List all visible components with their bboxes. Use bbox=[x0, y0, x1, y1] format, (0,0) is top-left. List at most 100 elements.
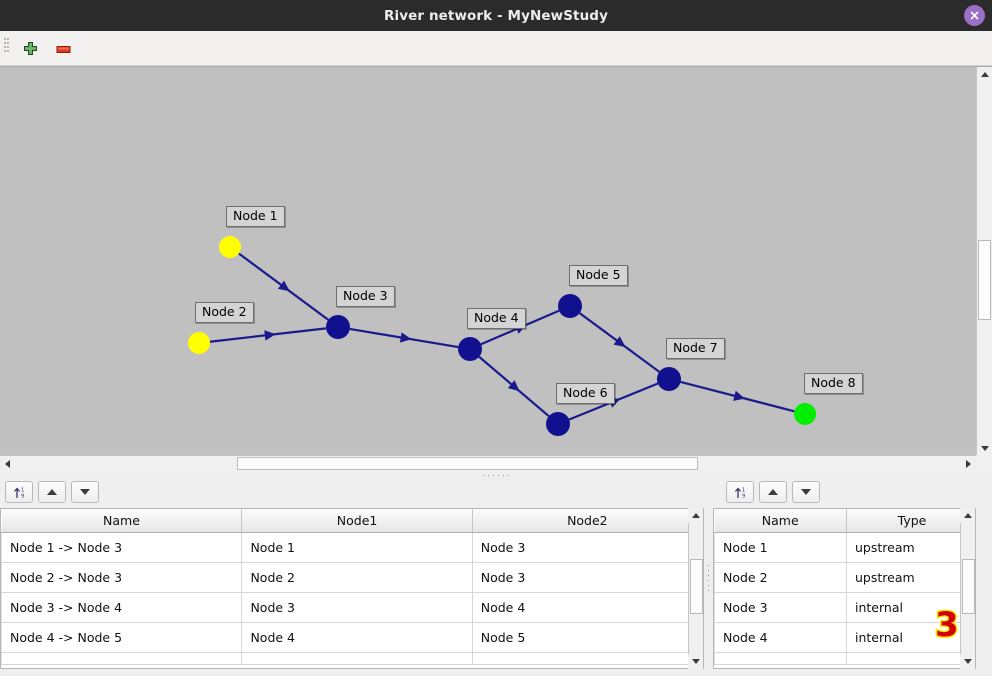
network-node[interactable] bbox=[188, 332, 210, 354]
scroll-left-button[interactable] bbox=[0, 456, 15, 471]
column-header[interactable]: Node1 bbox=[241, 509, 473, 533]
column-header[interactable]: Name bbox=[714, 509, 847, 533]
arrow-up-icon bbox=[768, 489, 778, 495]
scroll-down-button[interactable] bbox=[977, 441, 992, 456]
reaches-scroll-down-button[interactable] bbox=[688, 654, 703, 669]
close-icon bbox=[970, 11, 979, 20]
arrow-up-icon bbox=[47, 489, 57, 495]
nodes-move-up-button[interactable] bbox=[759, 481, 787, 503]
scroll-right-button[interactable] bbox=[961, 456, 976, 471]
network-node-label[interactable]: Node 3 bbox=[336, 286, 395, 307]
nodes-scroll-up-button[interactable] bbox=[960, 508, 975, 523]
network-node[interactable] bbox=[219, 236, 241, 258]
svg-text:1: 1 bbox=[21, 487, 24, 493]
canvas-horizontal-scrollbar[interactable] bbox=[0, 455, 976, 471]
column-header[interactable]: Type bbox=[846, 509, 975, 533]
scroll-up-button[interactable] bbox=[977, 67, 992, 82]
network-node-label[interactable]: Node 8 bbox=[804, 373, 863, 394]
sort-icon: 1 9 bbox=[13, 487, 24, 499]
table-cell[interactable]: Node 1 bbox=[714, 532, 847, 563]
vertical-splitter[interactable] bbox=[704, 479, 713, 676]
network-node-label[interactable]: Node 5 bbox=[569, 265, 628, 286]
close-button[interactable] bbox=[964, 5, 985, 26]
table-cell[interactable]: upstream bbox=[846, 532, 975, 563]
table-cell[interactable]: Node 4 bbox=[472, 592, 703, 623]
table-cell[interactable]: Node 2 bbox=[714, 562, 847, 593]
table-cell[interactable]: Node 3 bbox=[714, 592, 847, 623]
chevron-down-icon bbox=[963, 659, 972, 664]
network-node[interactable] bbox=[657, 367, 681, 391]
canvas-vertical-scrollbar[interactable] bbox=[976, 67, 992, 456]
reaches-scroll-up-button[interactable] bbox=[688, 508, 703, 523]
toolbar-grip[interactable] bbox=[4, 38, 9, 58]
table-cell[interactable]: Node 2 -> Node 3 bbox=[1, 562, 243, 593]
sort-icon: 1 9 bbox=[734, 487, 745, 499]
table-cell[interactable]: internal bbox=[846, 622, 975, 653]
table-cell[interactable]: Node 3 bbox=[241, 592, 473, 623]
table-row-empty bbox=[1, 652, 703, 665]
canvas-vscroll-thumb[interactable] bbox=[978, 240, 991, 320]
network-node-label[interactable]: Node 2 bbox=[195, 302, 254, 323]
nodes-vscroll-thumb[interactable] bbox=[962, 559, 975, 614]
table-cell[interactable]: Node 4 bbox=[714, 622, 847, 653]
add-plus-icon bbox=[23, 41, 37, 55]
table-cell[interactable]: Node 3 -> Node 4 bbox=[1, 592, 243, 623]
nodes-scroll-down-button[interactable] bbox=[960, 654, 975, 669]
reaches-vscroll-thumb[interactable] bbox=[690, 559, 703, 614]
canvas-hscroll-thumb[interactable] bbox=[237, 457, 698, 470]
network-node[interactable] bbox=[558, 294, 582, 318]
table-cell[interactable]: upstream bbox=[846, 562, 975, 593]
table-cell-empty bbox=[241, 652, 473, 665]
add-node-button[interactable] bbox=[20, 39, 40, 59]
nodes-move-down-button[interactable] bbox=[792, 481, 820, 503]
chevron-down-icon bbox=[691, 659, 700, 664]
svg-text:9: 9 bbox=[21, 493, 24, 499]
delete-node-button[interactable] bbox=[53, 39, 73, 59]
table-cell[interactable]: Node 5 bbox=[472, 622, 703, 653]
table-cell[interactable]: Node 1 -> Node 3 bbox=[1, 532, 243, 563]
network-node[interactable] bbox=[794, 403, 816, 425]
reaches-move-up-button[interactable] bbox=[38, 481, 66, 503]
nodes-vertical-scrollbar[interactable] bbox=[960, 508, 976, 669]
table-cell[interactable]: Node 1 bbox=[241, 532, 473, 563]
network-edges bbox=[209, 252, 795, 421]
network-node[interactable] bbox=[458, 337, 482, 361]
column-header[interactable]: Node2 bbox=[472, 509, 703, 533]
horizontal-splitter[interactable] bbox=[0, 471, 992, 479]
network-node-label[interactable]: Node 1 bbox=[226, 206, 285, 227]
column-header[interactable]: Name bbox=[1, 509, 243, 533]
reaches-vertical-scrollbar[interactable] bbox=[688, 508, 704, 669]
network-node[interactable] bbox=[546, 412, 570, 436]
table-cell[interactable]: Node 3 bbox=[472, 532, 703, 563]
edge-arrow-icon bbox=[264, 330, 276, 341]
nodes-sort-button[interactable]: 1 9 bbox=[726, 481, 754, 503]
table-cell-empty bbox=[472, 652, 703, 665]
network-node[interactable] bbox=[326, 315, 350, 339]
network-node-label[interactable]: Node 7 bbox=[666, 338, 725, 359]
table-cell[interactable]: Node 4 -> Node 5 bbox=[1, 622, 243, 653]
table-cell[interactable]: Node 3 bbox=[472, 562, 703, 593]
table-cell[interactable]: internal bbox=[846, 592, 975, 623]
edge-arrow-icon bbox=[507, 380, 520, 392]
nodes-toolbar: 1 9 bbox=[721, 479, 820, 505]
table-cell[interactable]: Node 2 bbox=[241, 562, 473, 593]
reaches-move-down-button[interactable] bbox=[71, 481, 99, 503]
reaches-sort-button[interactable]: 1 9 bbox=[5, 481, 33, 503]
table-cell[interactable]: Node 4 bbox=[241, 622, 473, 653]
network-node-label[interactable]: Node 6 bbox=[556, 383, 615, 404]
network-node-label[interactable]: Node 4 bbox=[467, 308, 526, 329]
